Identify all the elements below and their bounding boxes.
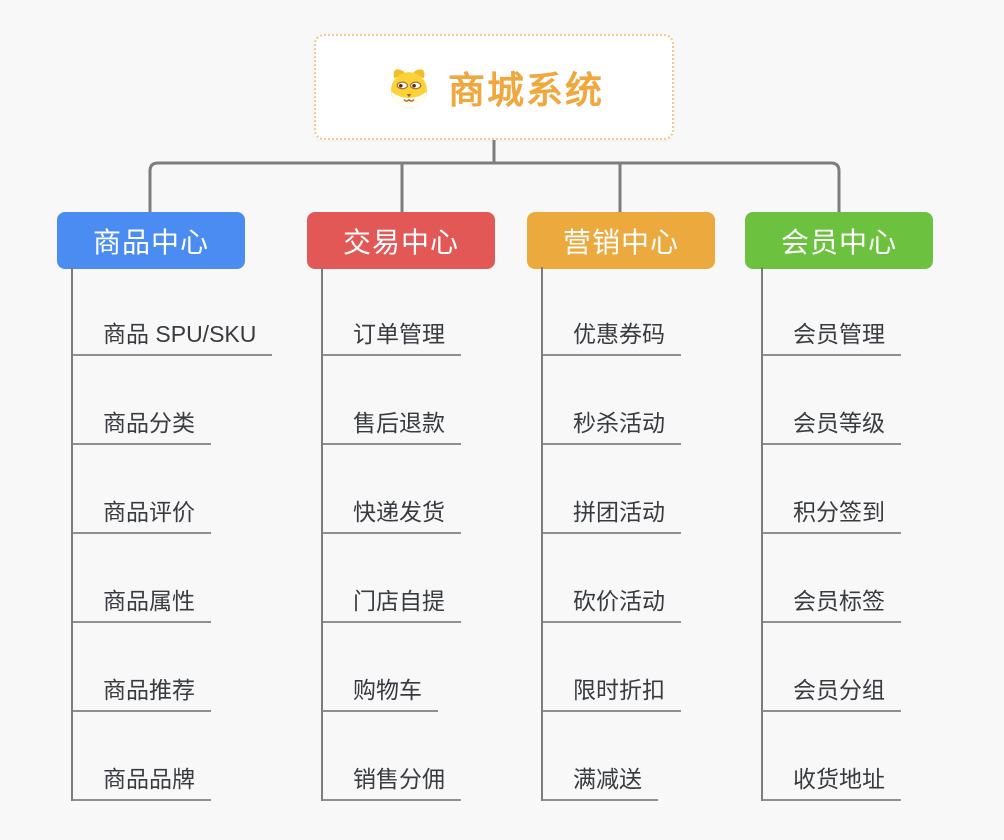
leaf-item[interactable]: 会员标签 xyxy=(763,534,1004,623)
leaf-label: 门店自提 xyxy=(323,582,461,623)
leaf-label: 满减送 xyxy=(543,760,658,801)
leaf-item[interactable]: 售后退款 xyxy=(323,356,571,445)
leaf-item[interactable]: 商品品牌 xyxy=(73,712,321,801)
leaf-label: 积分签到 xyxy=(763,493,901,534)
leaf-item[interactable]: 购物车 xyxy=(323,623,571,712)
leaf-item[interactable]: 商品推荐 xyxy=(73,623,321,712)
leaf-item[interactable]: 商品 SPU/SKU xyxy=(73,267,321,356)
leaf-label: 限时折扣 xyxy=(543,671,681,712)
leaf-label: 砍价活动 xyxy=(543,582,681,623)
leaf-item[interactable]: 门店自提 xyxy=(323,534,571,623)
leaf-item[interactable]: 会员管理 xyxy=(763,267,1004,356)
leaf-item[interactable]: 会员分组 xyxy=(763,623,1004,712)
leaf-label: 商品属性 xyxy=(73,582,211,623)
leaf-label: 会员等级 xyxy=(763,404,901,445)
leaf-item[interactable]: 商品属性 xyxy=(73,534,321,623)
leaf-item[interactable]: 秒杀活动 xyxy=(543,356,791,445)
shiba-dog-icon xyxy=(391,69,427,109)
leaf-label: 会员管理 xyxy=(763,315,901,356)
leaf-label: 购物车 xyxy=(323,671,438,712)
leaf-label: 会员分组 xyxy=(763,671,901,712)
leaf-label: 秒杀活动 xyxy=(543,404,681,445)
branch-list-member-center: 会员管理 会员等级 积分签到 会员标签 会员分组 收货地址 xyxy=(761,267,1004,801)
leaf-label: 优惠券码 xyxy=(543,315,681,356)
leaf-label: 销售分佣 xyxy=(323,760,461,801)
leaf-item[interactable]: 优惠券码 xyxy=(543,267,791,356)
leaf-item[interactable]: 会员等级 xyxy=(763,356,1004,445)
branch-node-product-center[interactable]: 商品中心 xyxy=(57,212,245,269)
leaf-label: 快递发货 xyxy=(323,493,461,534)
branch-list-marketing-center: 优惠券码 秒杀活动 拼团活动 砍价活动 限时折扣 满减送 xyxy=(541,267,791,801)
leaf-item[interactable]: 商品分类 xyxy=(73,356,321,445)
leaf-item[interactable]: 满减送 xyxy=(543,712,791,801)
leaf-item[interactable]: 限时折扣 xyxy=(543,623,791,712)
leaf-label: 商品品牌 xyxy=(73,760,211,801)
leaf-label: 会员标签 xyxy=(763,582,901,623)
leaf-label: 商品推荐 xyxy=(73,671,211,712)
leaf-label: 商品分类 xyxy=(73,404,211,445)
leaf-label: 售后退款 xyxy=(323,404,461,445)
leaf-item[interactable]: 收货地址 xyxy=(763,712,1004,801)
leaf-item[interactable]: 积分签到 xyxy=(763,445,1004,534)
leaf-item[interactable]: 销售分佣 xyxy=(323,712,571,801)
leaf-label: 拼团活动 xyxy=(543,493,681,534)
branch-node-trade-center[interactable]: 交易中心 xyxy=(307,212,495,269)
branch-list-product-center: 商品 SPU/SKU 商品分类 商品评价 商品属性 商品推荐 商品品牌 xyxy=(71,267,321,801)
leaf-item[interactable]: 快递发货 xyxy=(323,445,571,534)
leaf-item[interactable]: 订单管理 xyxy=(323,267,571,356)
leaf-label: 商品 SPU/SKU xyxy=(73,315,273,356)
leaf-label: 商品评价 xyxy=(73,493,211,534)
branch-rail-line xyxy=(148,161,841,212)
leaf-item[interactable]: 商品评价 xyxy=(73,445,321,534)
leaf-item[interactable]: 砍价活动 xyxy=(543,534,791,623)
branch-node-marketing-center[interactable]: 营销中心 xyxy=(527,212,715,269)
branch-list-trade-center: 订单管理 售后退款 快递发货 门店自提 购物车 销售分佣 xyxy=(321,267,571,801)
root-node[interactable]: 商城系统 xyxy=(314,34,674,140)
root-title: 商城系统 xyxy=(448,70,604,111)
branch-node-member-center[interactable]: 会员中心 xyxy=(745,212,933,269)
leaf-item[interactable]: 拼团活动 xyxy=(543,445,791,534)
leaf-label: 订单管理 xyxy=(323,315,461,356)
leaf-label: 收货地址 xyxy=(763,760,901,801)
